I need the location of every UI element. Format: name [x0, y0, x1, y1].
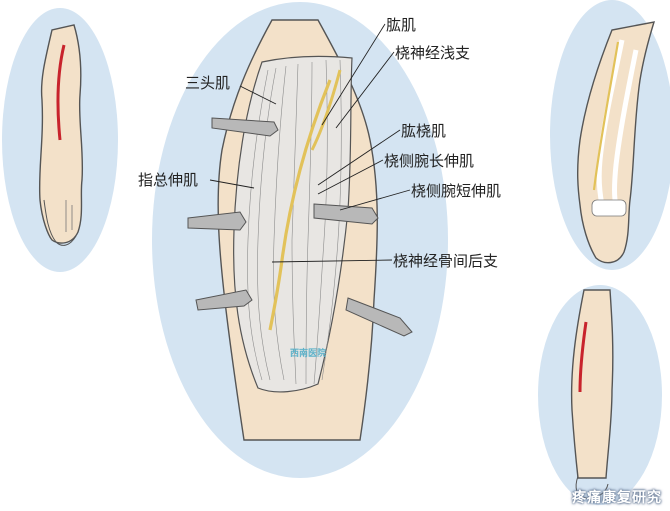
- left-arm-illustration: [38, 24, 84, 246]
- center-arm-illustration: [187, 19, 413, 441]
- label-pin: 桡神经骨间后支: [393, 252, 499, 270]
- label-brachioradialis: 肱桡肌: [401, 122, 447, 140]
- label-ecrb: 桡侧腕短伸肌: [411, 182, 502, 200]
- hospital-logo-text: 西南医院: [290, 349, 327, 359]
- label-extensor-digitorum: 指总伸肌: [138, 171, 199, 189]
- label-superficial-radial-nerve: 桡神经浅支: [395, 44, 471, 62]
- label-brachialis: 肱肌: [386, 16, 417, 34]
- incision-line-left: [56, 44, 66, 141]
- watermark: 疼痛康复研究: [572, 490, 662, 506]
- label-ecrl: 桡侧腕长伸肌: [384, 152, 475, 170]
- label-triceps: 三头肌: [185, 74, 231, 92]
- right-top-arm-illustration: [576, 21, 656, 264]
- leader-lines: [209, 23, 411, 263]
- incision-line-right: [578, 321, 588, 393]
- retractors: [187, 117, 413, 337]
- right-bottom-arm-illustration: [570, 289, 614, 499]
- nerve-pin: [268, 79, 332, 331]
- nerve-superficial: [310, 69, 342, 151]
